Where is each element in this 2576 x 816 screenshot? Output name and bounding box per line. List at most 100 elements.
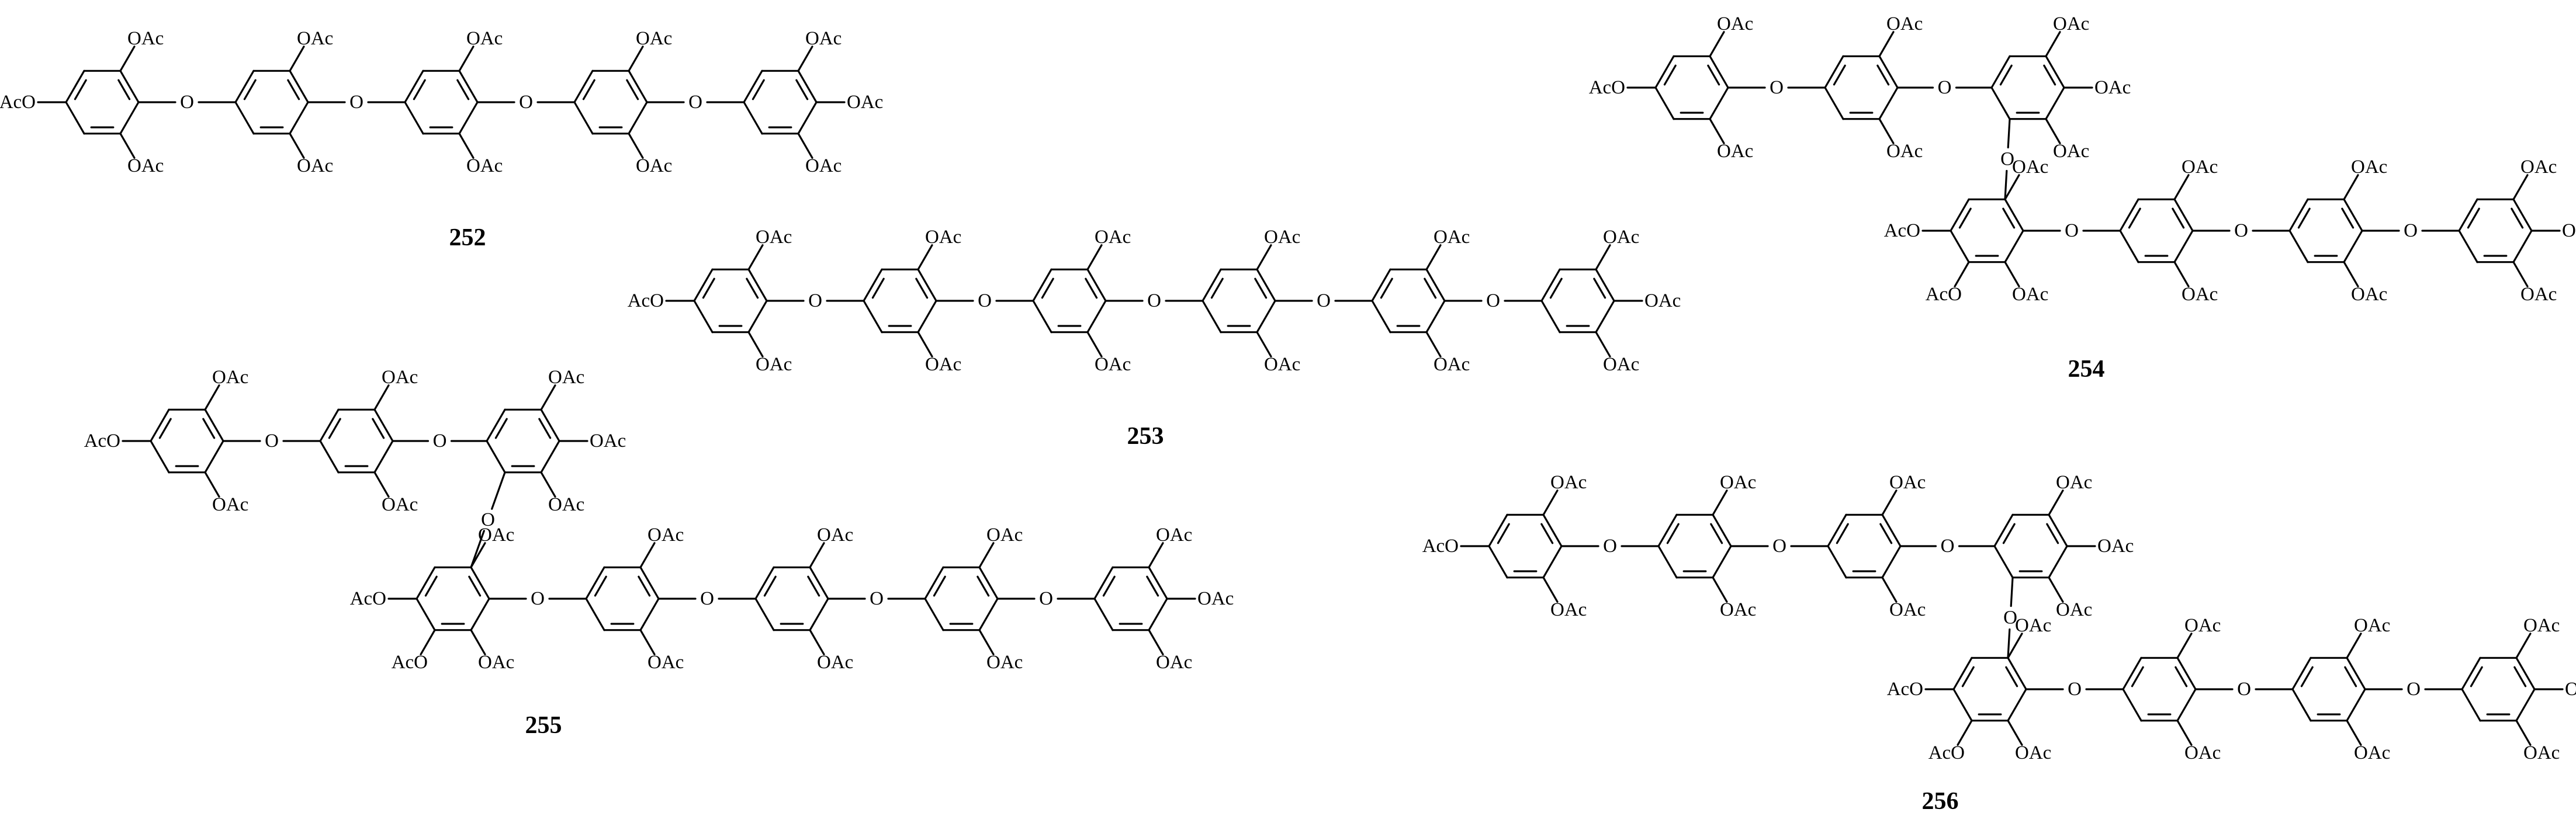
ring-double-bond: [1424, 277, 1437, 299]
substituent-bond: [2343, 261, 2359, 287]
ring-bond: [404, 101, 424, 135]
substituent-bond: [204, 384, 220, 411]
ring-bond: [289, 101, 309, 135]
oac-group: OAc: [2012, 284, 2048, 305]
ether-oxygen: O: [2404, 220, 2418, 241]
ring-bond: [1371, 300, 1391, 334]
ring-double-bond: [2175, 666, 2188, 687]
ring-bond: [2458, 230, 2478, 263]
ring-bond: [2122, 688, 2142, 722]
oac-group: OAc: [1434, 354, 1470, 375]
oac-group: OAc: [2184, 742, 2221, 763]
ring-bond: [289, 70, 309, 103]
ring-bond: [1542, 513, 1563, 547]
ring-bond: [1712, 545, 1732, 579]
ring-bond: [540, 440, 560, 474]
oac-group: OAc: [548, 367, 584, 388]
ring-bond: [747, 300, 768, 334]
ring-bond: [2458, 198, 2478, 232]
substituent-bond: [797, 133, 813, 159]
ring-bond: [458, 101, 479, 135]
substituent-bond: [2048, 489, 2064, 516]
oac-group: OAc: [212, 367, 248, 388]
oac-group: OAc: [1889, 599, 1926, 620]
oac-group: OAc: [127, 155, 164, 176]
ring-double-bond: [1833, 64, 1846, 86]
ring-bond: [2515, 657, 2536, 690]
ether-oxygen: O: [2234, 220, 2248, 241]
ring-bond: [1824, 86, 1844, 120]
ether-bond: [491, 471, 506, 510]
ring-bond: [863, 268, 883, 302]
substituent-bond: [2515, 633, 2532, 659]
oac-group: OAc: [2097, 536, 2134, 557]
ring-double-bond: [1210, 277, 1224, 299]
oac-group: OAc: [2351, 284, 2387, 305]
oac-group: OAc: [986, 525, 1023, 546]
ring-bond: [2512, 230, 2533, 263]
oac-group: OAc: [2053, 141, 2089, 162]
ring-bond: [1086, 268, 1107, 302]
substituent-bond: [2007, 633, 2023, 659]
ring-double-bond: [117, 79, 131, 100]
substituent-bond: [470, 629, 486, 655]
ring-bond: [1202, 300, 1222, 334]
substituent-bond: [2515, 720, 2532, 746]
ring-bond: [754, 566, 775, 600]
ring-bond: [628, 70, 648, 103]
substituent-bond: [1595, 331, 1611, 357]
ring-bond: [373, 440, 394, 474]
oac-group: OAc: [2354, 742, 2390, 763]
aco-group: AcO: [1926, 284, 1962, 305]
oac-group: OAc: [2520, 157, 2557, 178]
substituent-bond: [2343, 174, 2359, 200]
substituent-bond: [978, 629, 995, 655]
ether-oxygen: O: [688, 92, 702, 113]
ring-double-bond: [1710, 523, 1723, 544]
ring-double-bond: [1879, 523, 1893, 544]
oac-group: OAc: [478, 652, 514, 673]
substituent-bond: [2048, 577, 2064, 603]
ring-bond: [470, 566, 490, 600]
ring-bond: [1657, 545, 1678, 579]
aco-group: AcO: [392, 652, 428, 673]
ring-bond: [2173, 230, 2194, 263]
ring-bond: [978, 566, 999, 600]
ring-bond: [2291, 657, 2312, 690]
oac-group: OAc: [2056, 599, 2092, 620]
oac-group: OAc: [636, 28, 672, 49]
oac-group: OAc: [1264, 227, 1300, 248]
substituent-bond: [1881, 577, 1898, 603]
compound-label-252: 252: [449, 224, 486, 251]
ring-bond: [693, 268, 714, 302]
aco-group: AcO: [84, 430, 120, 452]
ring-bond: [2048, 545, 2068, 579]
bonds-layer: [37, 31, 2564, 746]
ring-bond: [924, 598, 944, 631]
ring-bond: [2176, 688, 2197, 722]
substituent-bond: [628, 46, 644, 72]
ring-bond: [319, 408, 340, 442]
substituent-bond: [1709, 118, 1725, 144]
ring-double-bond: [1707, 64, 1720, 86]
ring-bond: [458, 70, 479, 103]
ring-bond: [2461, 688, 2481, 722]
ring-double-bond: [1254, 277, 1268, 299]
ether-oxygen: O: [2068, 679, 2082, 700]
ring-bond: [573, 101, 594, 135]
oac-group: OAc: [382, 494, 418, 515]
substituent-bond: [1086, 331, 1103, 357]
ring-bond: [1950, 230, 1970, 263]
substituent-bond: [1542, 489, 1559, 516]
ether-oxygen: O: [2407, 679, 2421, 700]
ring-bond: [1712, 513, 1732, 547]
ring-bond: [1595, 300, 1615, 334]
ring-bond: [693, 300, 714, 334]
ring-bond: [486, 408, 506, 442]
oac-group: OAc: [2523, 742, 2560, 763]
oac-group: OAc: [590, 430, 626, 452]
oac-group: OAc: [756, 354, 792, 375]
substituent-bond: [2004, 174, 2020, 200]
ring-bond: [863, 300, 883, 334]
ring-double-bond: [702, 277, 715, 299]
